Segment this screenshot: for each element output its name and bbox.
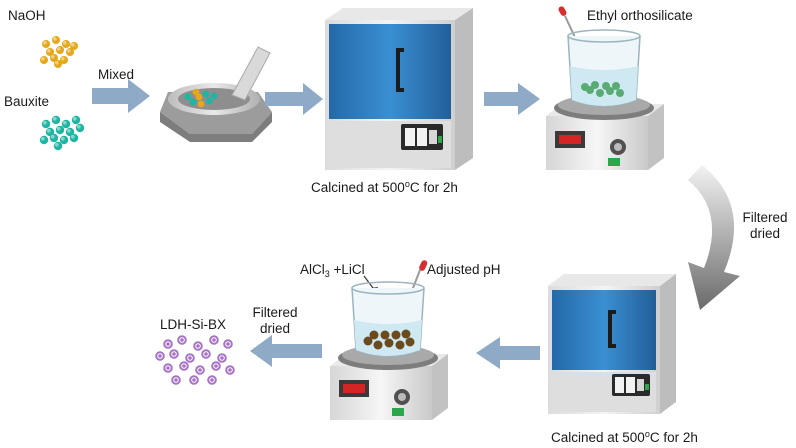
naoh-particle-highlight xyxy=(53,37,57,41)
ldh-particle-core xyxy=(198,368,202,372)
naoh-particle xyxy=(50,54,58,62)
naoh-particle-highlight xyxy=(43,41,47,45)
naoh-particle xyxy=(56,46,64,54)
naoh-particle xyxy=(42,40,50,48)
ldh-particle-core xyxy=(182,364,186,368)
bauxite-particle xyxy=(75,123,85,133)
bauxite-particle-highlight xyxy=(56,126,61,131)
naoh-particle xyxy=(54,60,62,68)
naoh-label: NaOH xyxy=(8,8,46,23)
bauxite-particle xyxy=(65,127,75,137)
muffle-furnace-2 xyxy=(548,274,676,414)
bauxite-label: Bauxite xyxy=(4,94,50,109)
arrow-to-oven-1 xyxy=(265,83,323,115)
mortar-pestle xyxy=(160,46,272,142)
bauxite-particle-highlight xyxy=(76,124,81,129)
ldh-particle-core xyxy=(228,368,232,372)
curved-arrow-down xyxy=(688,165,740,310)
bauxite-particle xyxy=(41,119,51,129)
naoh-particle xyxy=(40,56,48,64)
ldh-particle-core xyxy=(226,342,230,346)
bauxite-particle-highlight xyxy=(42,120,47,125)
bauxite-particle-highlight xyxy=(50,134,55,139)
ldh-particle-core xyxy=(158,354,162,358)
ethyl-orthosilicate-label: Ethyl orthosilicate xyxy=(587,8,693,23)
ldh-particle-core xyxy=(188,356,192,360)
ldh-particle-core xyxy=(220,356,224,360)
naoh-particle-highlight xyxy=(47,49,51,53)
bauxite-particle-highlight xyxy=(60,136,65,141)
bauxite-particle xyxy=(53,141,63,151)
bauxite-particle xyxy=(71,115,81,125)
ldh-particle-core xyxy=(196,344,200,348)
ldh-particle-core xyxy=(210,378,214,382)
naoh-particle-highlight xyxy=(57,47,61,51)
muffle-furnace-1 xyxy=(325,8,473,170)
naoh-particle xyxy=(66,48,74,56)
naoh-particle xyxy=(62,40,70,48)
naoh-particle-highlight xyxy=(51,55,55,59)
magnetic-stirrer-2 xyxy=(330,260,448,420)
magnetic-stirrer-1 xyxy=(546,6,664,170)
bauxite-particle xyxy=(59,135,69,145)
bauxite-particle-highlight xyxy=(72,116,77,121)
arrow-to-stirrer-1 xyxy=(484,83,540,115)
alcl3-licl-label: AlCl3 +LiCl xyxy=(300,262,365,279)
arrow-to-mortar xyxy=(92,79,150,113)
ldh-particle-core xyxy=(172,352,176,356)
naoh-particle xyxy=(52,36,60,44)
product-label: LDH-Si-BX xyxy=(160,317,227,332)
naoh-particle xyxy=(70,42,78,50)
naoh-particle xyxy=(60,56,68,64)
ldh-particle-core xyxy=(204,352,208,356)
ldh-particles xyxy=(155,335,235,385)
bauxite-particle-highlight xyxy=(62,120,67,125)
naoh-particles xyxy=(40,36,78,68)
mixed-label: Mixed xyxy=(98,67,135,82)
arrow-to-product xyxy=(250,335,322,367)
naoh-particle xyxy=(46,48,54,56)
ldh-particle-core xyxy=(180,338,184,342)
ldh-particle-core xyxy=(166,366,170,370)
naoh-particle-highlight xyxy=(41,57,45,61)
naoh-particle-highlight xyxy=(55,61,59,65)
bauxite-particle xyxy=(51,115,61,125)
bauxite-particle-highlight xyxy=(54,142,59,147)
naoh-particle-highlight xyxy=(71,43,75,47)
bauxite-particle xyxy=(55,125,65,135)
calcine-label-bottom: Calcined at 500oC for 2h xyxy=(551,429,698,446)
ldh-particle-core xyxy=(166,342,170,346)
bauxite-particle-highlight xyxy=(52,116,57,121)
bauxite-particle-highlight xyxy=(70,134,75,139)
bauxite-particle xyxy=(69,133,79,143)
bauxite-particle xyxy=(39,135,49,145)
bauxite-particle-highlight xyxy=(66,128,71,133)
ldh-particle-core xyxy=(174,378,178,382)
bauxite-particle-highlight xyxy=(46,128,51,133)
adjusted-ph-label: Adjusted pH xyxy=(427,262,501,277)
ldh-particle-core xyxy=(192,378,196,382)
ldh-particle-core xyxy=(214,364,218,368)
ldh-particle-core xyxy=(212,338,216,342)
calcine-label-top: Calcined at 500oC for 2h xyxy=(311,179,458,196)
bauxite-particle xyxy=(45,127,55,137)
bauxite-particle xyxy=(61,119,71,129)
naoh-particle-highlight xyxy=(61,57,65,61)
bauxite-particle-highlight xyxy=(40,136,45,141)
naoh-particle-highlight xyxy=(63,41,67,45)
arrow-to-stirrer-2 xyxy=(476,337,540,369)
bauxite-particles xyxy=(39,115,85,151)
bauxite-particle xyxy=(49,133,59,143)
naoh-particle-highlight xyxy=(67,49,71,53)
